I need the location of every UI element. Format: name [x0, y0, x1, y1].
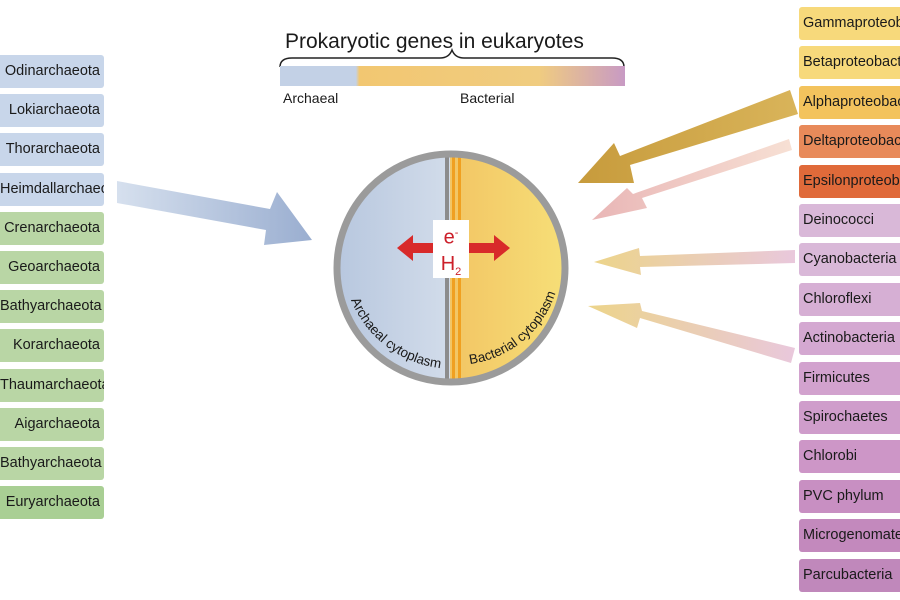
archaea-tab-bathyarchaeota: Bathyarchaeota [0, 447, 104, 480]
archaea-tab-crenarchaeota: Crenarchaeota [0, 211, 104, 245]
bacteria-tab-deltaproteobacteria: Deltaproteobacteria [799, 125, 900, 159]
archaea-tab-thorarchaeota: Thorarchaeota [0, 133, 104, 167]
bacteria-tab-cyanobacteria: Cyanobacteria [799, 243, 900, 277]
hydrogen-label: H2 [440, 252, 462, 278]
exchange-arrow-right [466, 235, 510, 261]
legend-gradient-bar [280, 66, 625, 86]
bacteria-tab-alphaproteobacteria: Alphaproteobacteria [799, 85, 900, 119]
arrow-archaea [117, 181, 312, 245]
bacteria-tab-pvc-phylum: PVC phylum [799, 479, 900, 513]
arrow-cyanobacteria [594, 248, 795, 275]
bacteria-tab-betaproteobacteria: Betaproteobacteria [799, 46, 900, 80]
archaea-tab-bathyarchaeota: Bathyarchaeota [0, 290, 104, 324]
legend-bacterial-label: Bacterial [460, 90, 515, 106]
bacteria-tab-deinococci: Deinococci [799, 204, 900, 237]
bacteria-tab-chloroflexi: Chloroflexi [799, 282, 900, 316]
bacteria-tab-epsilonproteobacteria: Epsilonproteobacteria [799, 164, 900, 198]
electron-label: e- [443, 226, 459, 249]
arrow-deltaproteobacteria [592, 139, 792, 220]
bacteria-tab-gammaproteobacteria: Gammaproteobacteria [799, 7, 900, 40]
arrow-alphaproteobacteria [578, 90, 798, 183]
legend-archaeal-label: Archaeal [283, 90, 339, 106]
bacteria-tab-microgenomates: Microgenomates [799, 519, 900, 553]
archaea-tab-euryarchaeota: Euryarchaeota [0, 486, 104, 520]
diagram-title: Prokaryotic genes in eukaryotes [285, 30, 584, 53]
bacteria-tab-chlorobi: Chlorobi [799, 440, 900, 474]
archaea-tab-geoarchaeota: Geoarchaeota [0, 251, 104, 284]
arrow-actinobacteria [588, 303, 795, 363]
bacteria-tab-spirochaetes: Spirochaetes [799, 401, 900, 434]
archaeal-cytoplasm-area [337, 154, 450, 382]
bacteria-tab-actinobacteria: Actinobacteria [799, 322, 900, 356]
exchange-arrow-left [397, 235, 440, 261]
cell-boundary [333, 150, 569, 386]
arrows [117, 90, 798, 363]
archaea-tab-odinarchaeota: Odinarchaeota [0, 55, 104, 88]
electron-hydrogen-label: e- H2 [433, 220, 469, 278]
archaea-tab-thaumarchaeota: Thaumarchaeota [0, 368, 104, 402]
bacteria-tab-parcubacteria: Parcubacteria [799, 558, 900, 592]
archaea-tab-lokiarchaeota: Lokiarchaeota [0, 94, 104, 128]
archaea-tab-aigarchaeota: Aigarchaeota [0, 407, 104, 441]
archaea-tab-korarchaeota: Korarchaeota [0, 329, 104, 363]
archaea-tab-heimdallarchaeota: Heimdallarchaeota [0, 172, 104, 206]
legend-brace [279, 47, 625, 68]
bacteria-tab-firmicutes: Firmicutes [799, 361, 900, 395]
